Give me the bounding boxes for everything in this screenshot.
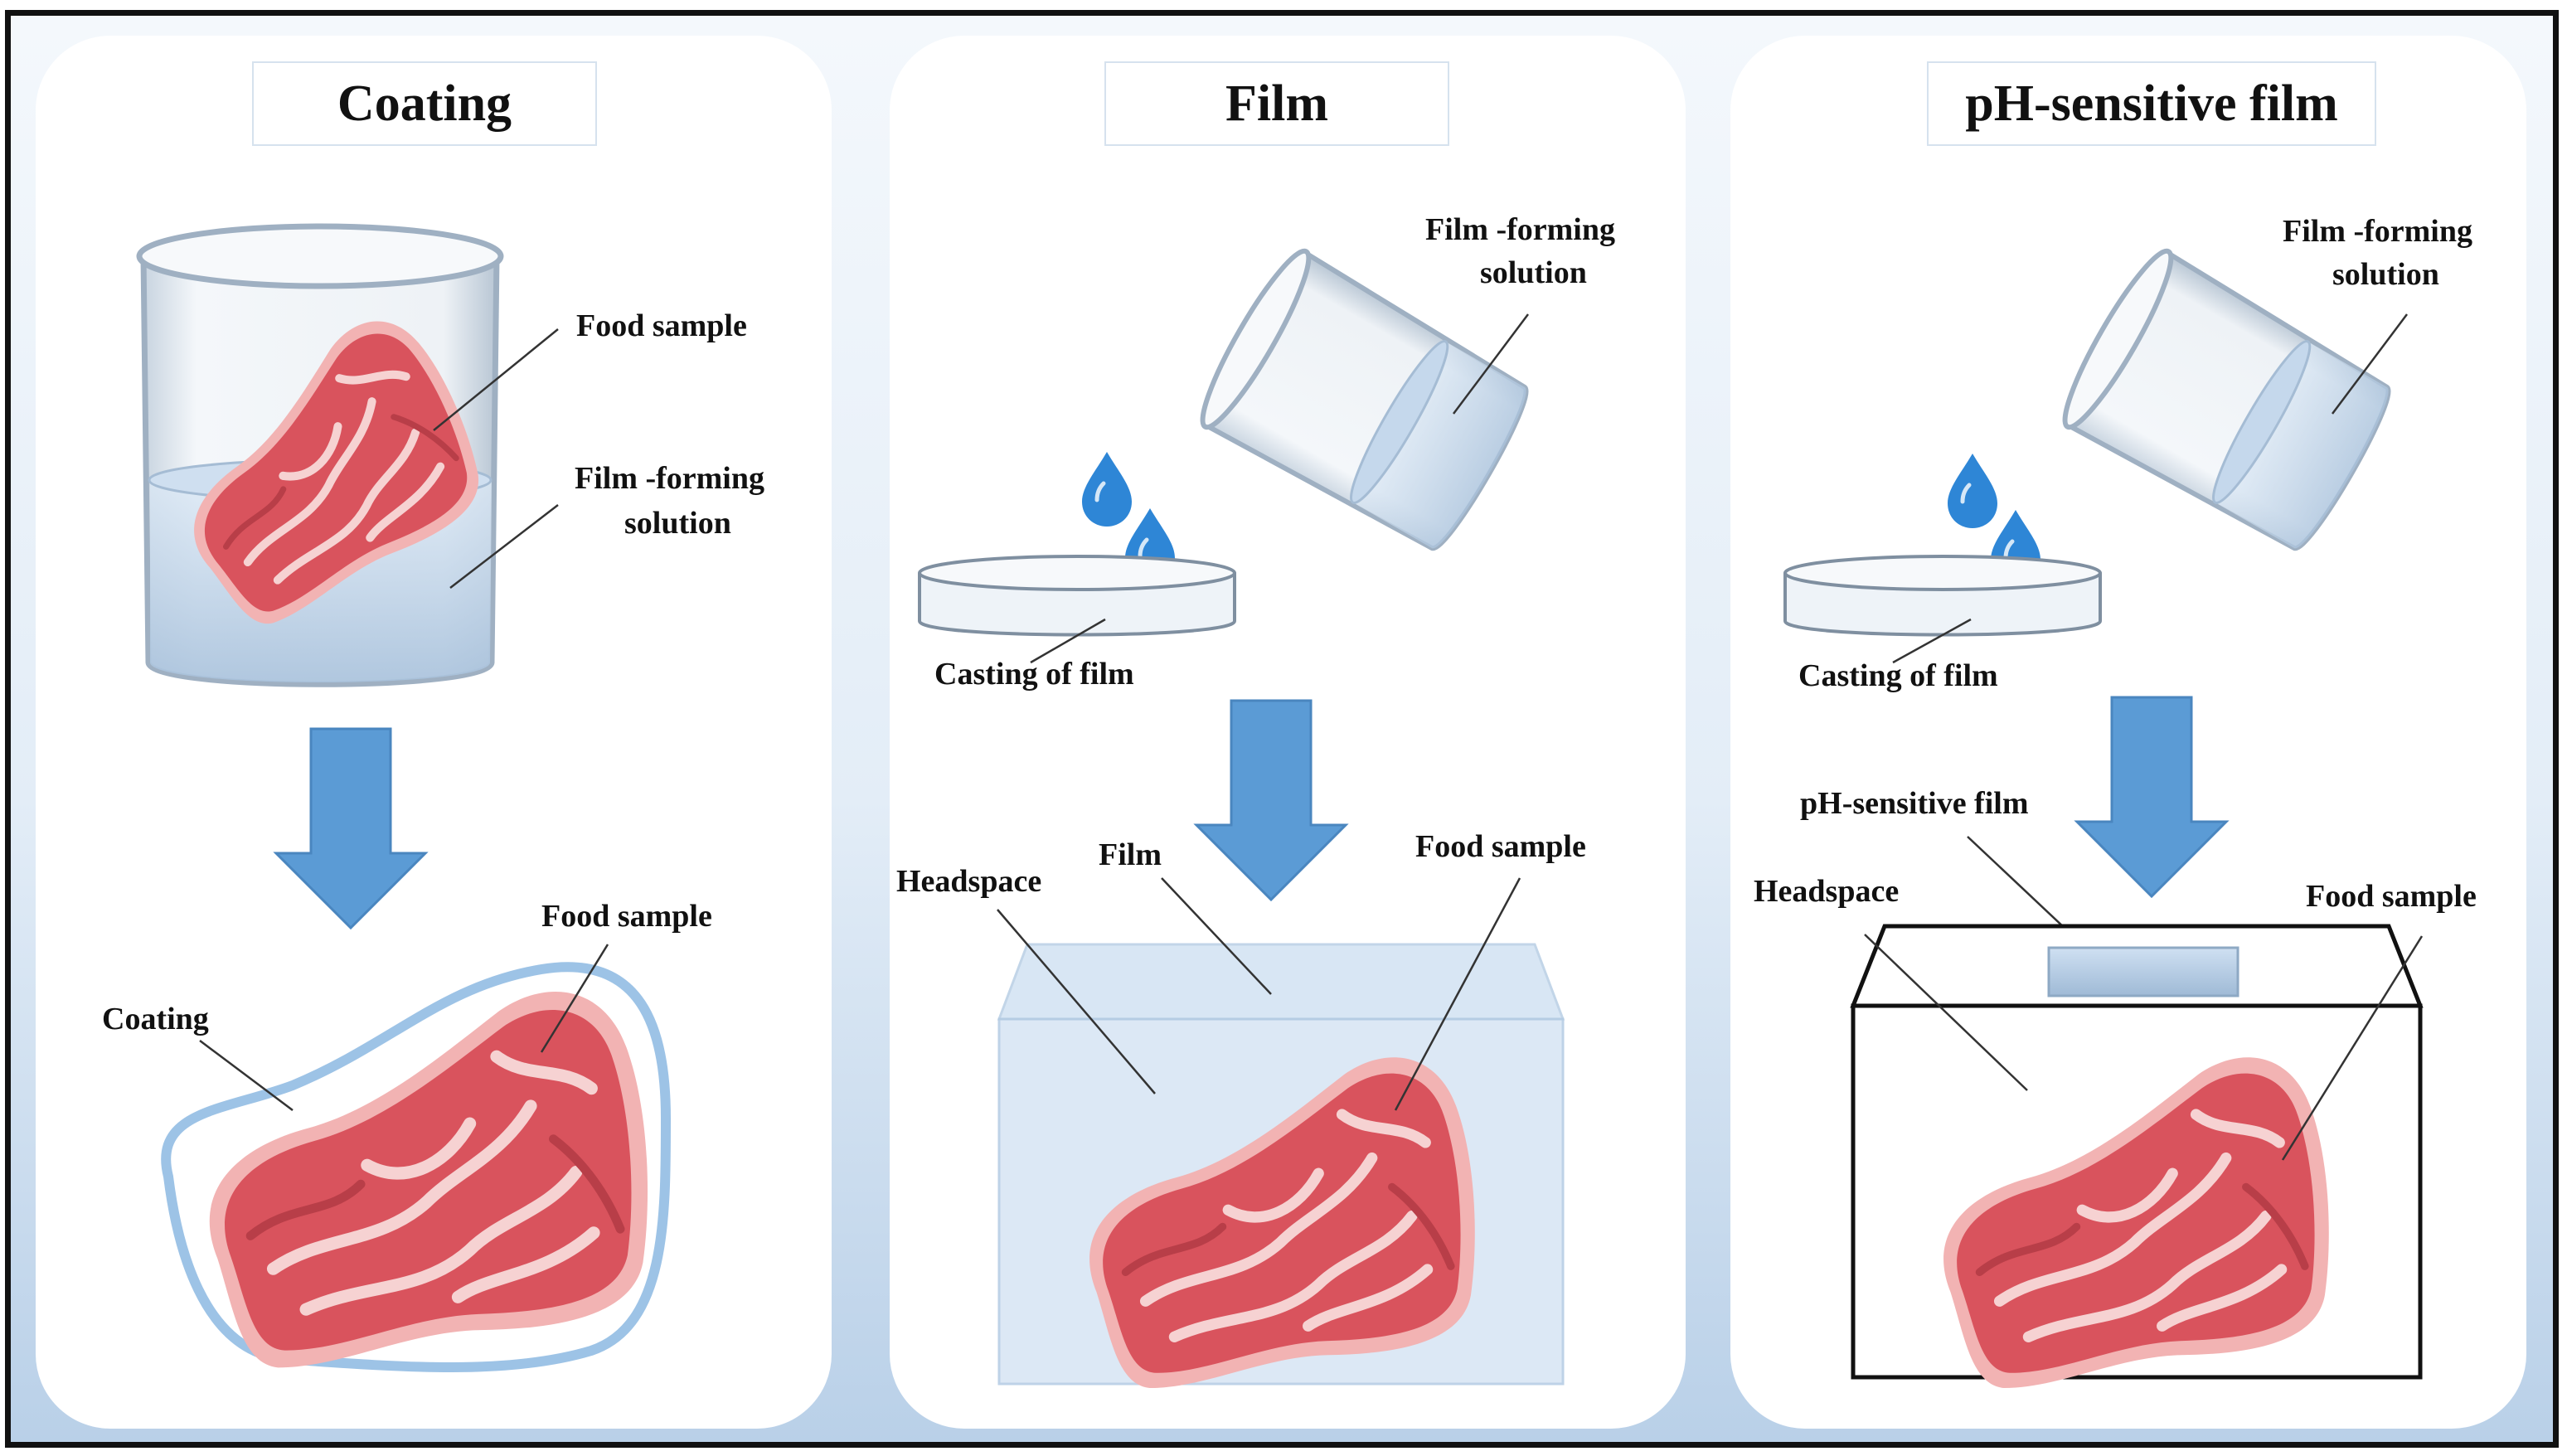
coating-leader [199,1040,294,1111]
film-solution-label-line2: solution [1480,255,1587,290]
coating-solution-label-line1: Film -forming [575,461,764,496]
ph-headspace-leader [1864,934,2028,1091]
film-food-sample-label: Food sample [1415,829,1586,864]
coated-food-sample-leader [540,944,609,1053]
ph-casting-label: Casting of film [1798,658,1998,693]
panel-coating-title-box [252,61,597,146]
coating-solution-leader [449,504,559,589]
film-headspace-label: Headspace [896,864,1041,899]
panel-coating-title: Coating [337,75,512,132]
coating-food-sample-leader [433,328,559,431]
panel-film: Film Film -forming solution Casting of f… [890,36,1686,1429]
panel-ph-film-title: pH-sensitive film [1965,75,2337,132]
ph-sensitive-film-strip [2047,946,2239,997]
film-headspace-leader [997,909,1156,1094]
ph-casting-dish-icon [1783,555,2102,637]
panel-ph-film: pH-sensitive film Film -forming solution… [1730,36,2526,1429]
film-casting-label: Casting of film [934,657,1134,692]
coating-label: Coating [102,1002,209,1036]
ph-solution-leader [2332,313,2408,415]
panel-film-title: Film [1225,75,1328,132]
ph-solution-label-line2: solution [2332,257,2439,292]
panel-coating: Coating Food sample Film -forming soluti… [36,36,832,1429]
film-solution-label-line1: Film -forming [1425,212,1615,247]
ph-food-sample-leader [2281,935,2424,1161]
ph-solution-label-line1: Film -forming [2283,214,2472,249]
film-casting-leader [1030,618,1106,664]
ph-casting-leader [1892,618,1972,664]
ph-film-label: pH-sensitive film [1800,786,2028,821]
panel-ph-film-title-box [1927,61,2376,146]
diagram-canvas: Coating Food sample Film -forming soluti… [36,36,2526,1429]
ph-food-sample-label: Food sample [2306,879,2477,914]
film-casting-dish-icon [918,555,1236,637]
coated-food-sample-label: Food sample [541,899,712,934]
ph-headspace-label: Headspace [1754,874,1899,909]
panel-film-title-box [1104,61,1449,146]
film-film-label: Film [1099,837,1162,872]
coating-solution-label-line2: solution [624,506,731,541]
film-film-leader [1161,877,1272,995]
coating-food-sample-top-label: Food sample [576,308,747,343]
film-food-sample-leader [1394,877,1521,1111]
diagram-frame: Coating Food sample Film -forming soluti… [5,10,2559,1448]
film-solution-leader [1453,313,1529,415]
